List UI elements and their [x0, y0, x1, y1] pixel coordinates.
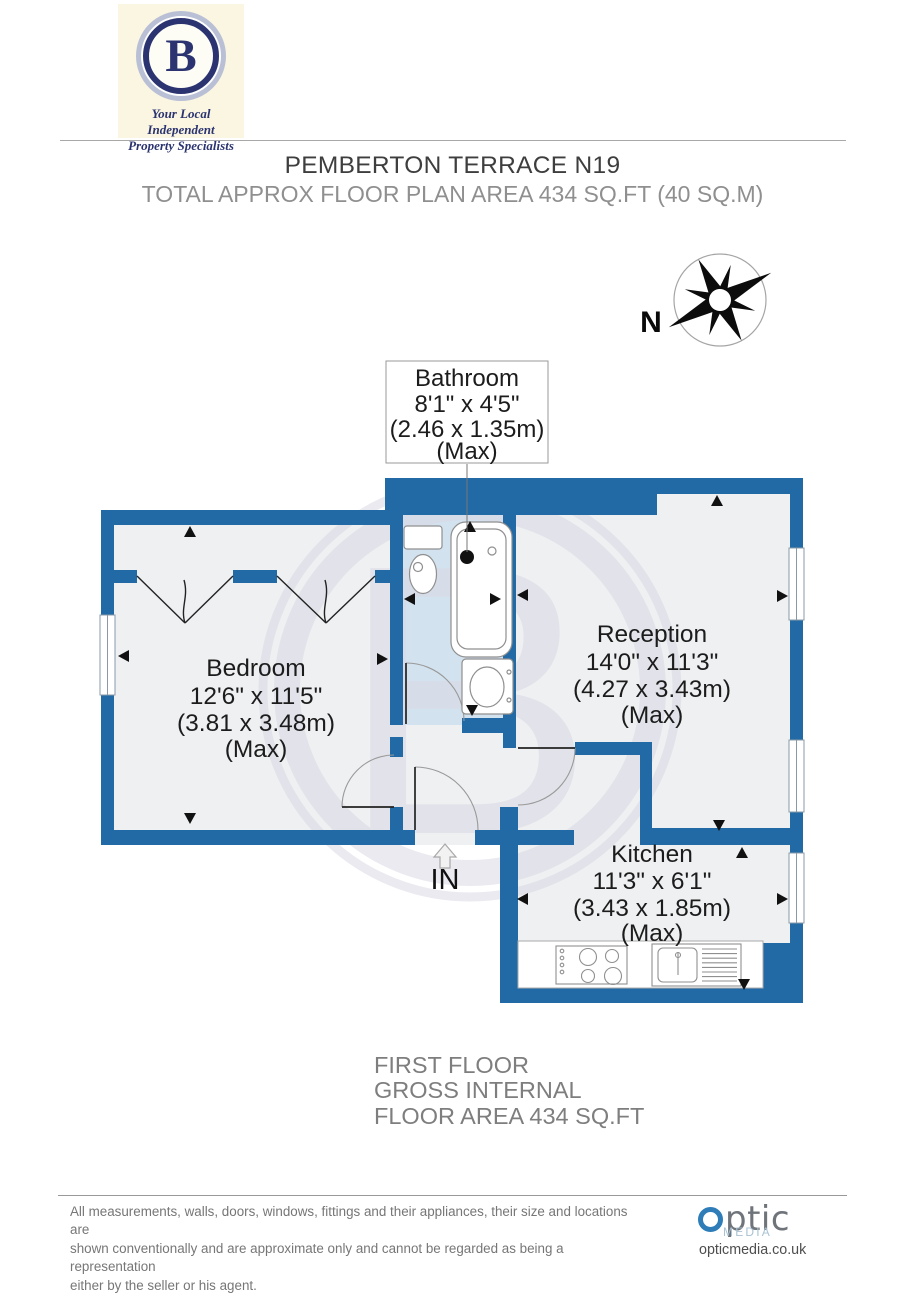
reception-label-group: Reception 14'0" x 11'3" (4.27 x 3.43m) (… [573, 621, 731, 729]
bathtub-icon [450, 521, 513, 658]
bedroom-label: Bedroom [206, 655, 305, 682]
agency-logo: B Your Local Independent Property Specia… [118, 4, 244, 153]
bedroom-max: (Max) [225, 736, 288, 763]
door-swing-arcs [341, 662, 576, 831]
doors [341, 662, 576, 831]
disclaimer-line2: shown conventionally and are approximate… [70, 1240, 564, 1275]
page-subtitle: TOTAL APPROX FLOOR PLAN AREA 434 SQ.FT (… [141, 181, 764, 207]
footer-divider [58, 1195, 847, 1196]
reception-label: Reception [597, 621, 707, 648]
optic-logo-text: ptic [725, 1199, 791, 1239]
windows [99, 547, 805, 924]
bedroom-dims-metric: (3.81 x 3.48m) [177, 710, 335, 737]
basin-icon [461, 658, 514, 715]
bathroom-label: Bathroom [415, 365, 519, 392]
bathroom-dims-imperial: 8'1" x 4'5" [415, 391, 520, 418]
optic-media-url: opticmedia.co.uk [699, 1242, 807, 1258]
compass-north-label: N [640, 306, 662, 339]
disclaimer-line3: either by the seller or his agent. [70, 1277, 257, 1293]
optic-media-text: MEDIA [723, 1225, 773, 1239]
page-title: PEMBERTON TERRACE N19 [284, 152, 621, 179]
kitchen-sink-icon [651, 943, 742, 987]
logo-outer-ring: B [136, 11, 226, 101]
logo-tagline-line1: Your Local Independent [147, 106, 215, 137]
logo-tagline: Your Local Independent Property Speciali… [118, 106, 244, 154]
disclaimer-line1: All measurements, walls, doors, windows,… [70, 1204, 628, 1238]
door-leaves [342, 663, 575, 830]
kitchen-label: Kitchen [611, 841, 693, 868]
optic-o-ring-icon [698, 1207, 723, 1232]
logo-tagline-line2: Property Specialists [128, 138, 234, 153]
bedroom-dims-imperial: 12'6" x 11'5" [190, 683, 323, 710]
summary-line3: FLOOR AREA 434 SQ.FT [374, 1102, 645, 1129]
reception-dims-metric: (4.27 x 3.43m) [573, 676, 731, 703]
kitchen-fixtures [517, 940, 764, 989]
bathroom-dims-metric: (2.46 x 1.35m) [390, 416, 545, 443]
floor-summary: FIRST FLOOR GROSS INTERNAL FLOOR AREA 43… [374, 1052, 645, 1129]
logo-letter-b: B [165, 29, 197, 82]
compass-icon: N [640, 253, 772, 347]
entrance-label: IN [431, 864, 460, 896]
wardrobe-doors [136, 575, 376, 624]
hob-icon [555, 945, 628, 986]
entrance: IN [431, 843, 460, 896]
kitchen-dims-imperial: 11'3" x 6'1" [593, 868, 712, 895]
optic-media-logo: ptic [698, 1198, 790, 1236]
bathroom-callout: Bathroom 8'1" x 4'5" (2.46 x 1.35m) (Max… [385, 360, 549, 552]
entrance-arrow-icon [432, 843, 458, 869]
bedroom-label-group: Bedroom 12'6" x 11'5" (3.81 x 3.48m) (Ma… [177, 655, 335, 763]
summary-line2: GROSS INTERNAL [374, 1077, 582, 1104]
reception-max: (Max) [621, 702, 684, 729]
kitchen-label-group: Kitchen 11'3" x 6'1" (3.43 x 1.85m) (Max… [573, 841, 731, 947]
bathroom-fixtures [403, 521, 514, 715]
logo-inner-ring: B [143, 18, 219, 94]
toilet-icon [403, 525, 443, 595]
kitchen-max: (Max) [621, 920, 684, 947]
walls [101, 478, 803, 1003]
summary-line1: FIRST FLOOR [374, 1052, 529, 1078]
disclaimer: All measurements, walls, doors, windows,… [70, 1203, 630, 1295]
bathroom-max: (Max) [436, 438, 497, 465]
kitchen-dims-metric: (3.43 x 1.85m) [573, 895, 731, 922]
reception-dims-imperial: 14'0" x 11'3" [586, 649, 719, 676]
header-divider [60, 140, 846, 141]
dimension-arrows [118, 495, 788, 990]
